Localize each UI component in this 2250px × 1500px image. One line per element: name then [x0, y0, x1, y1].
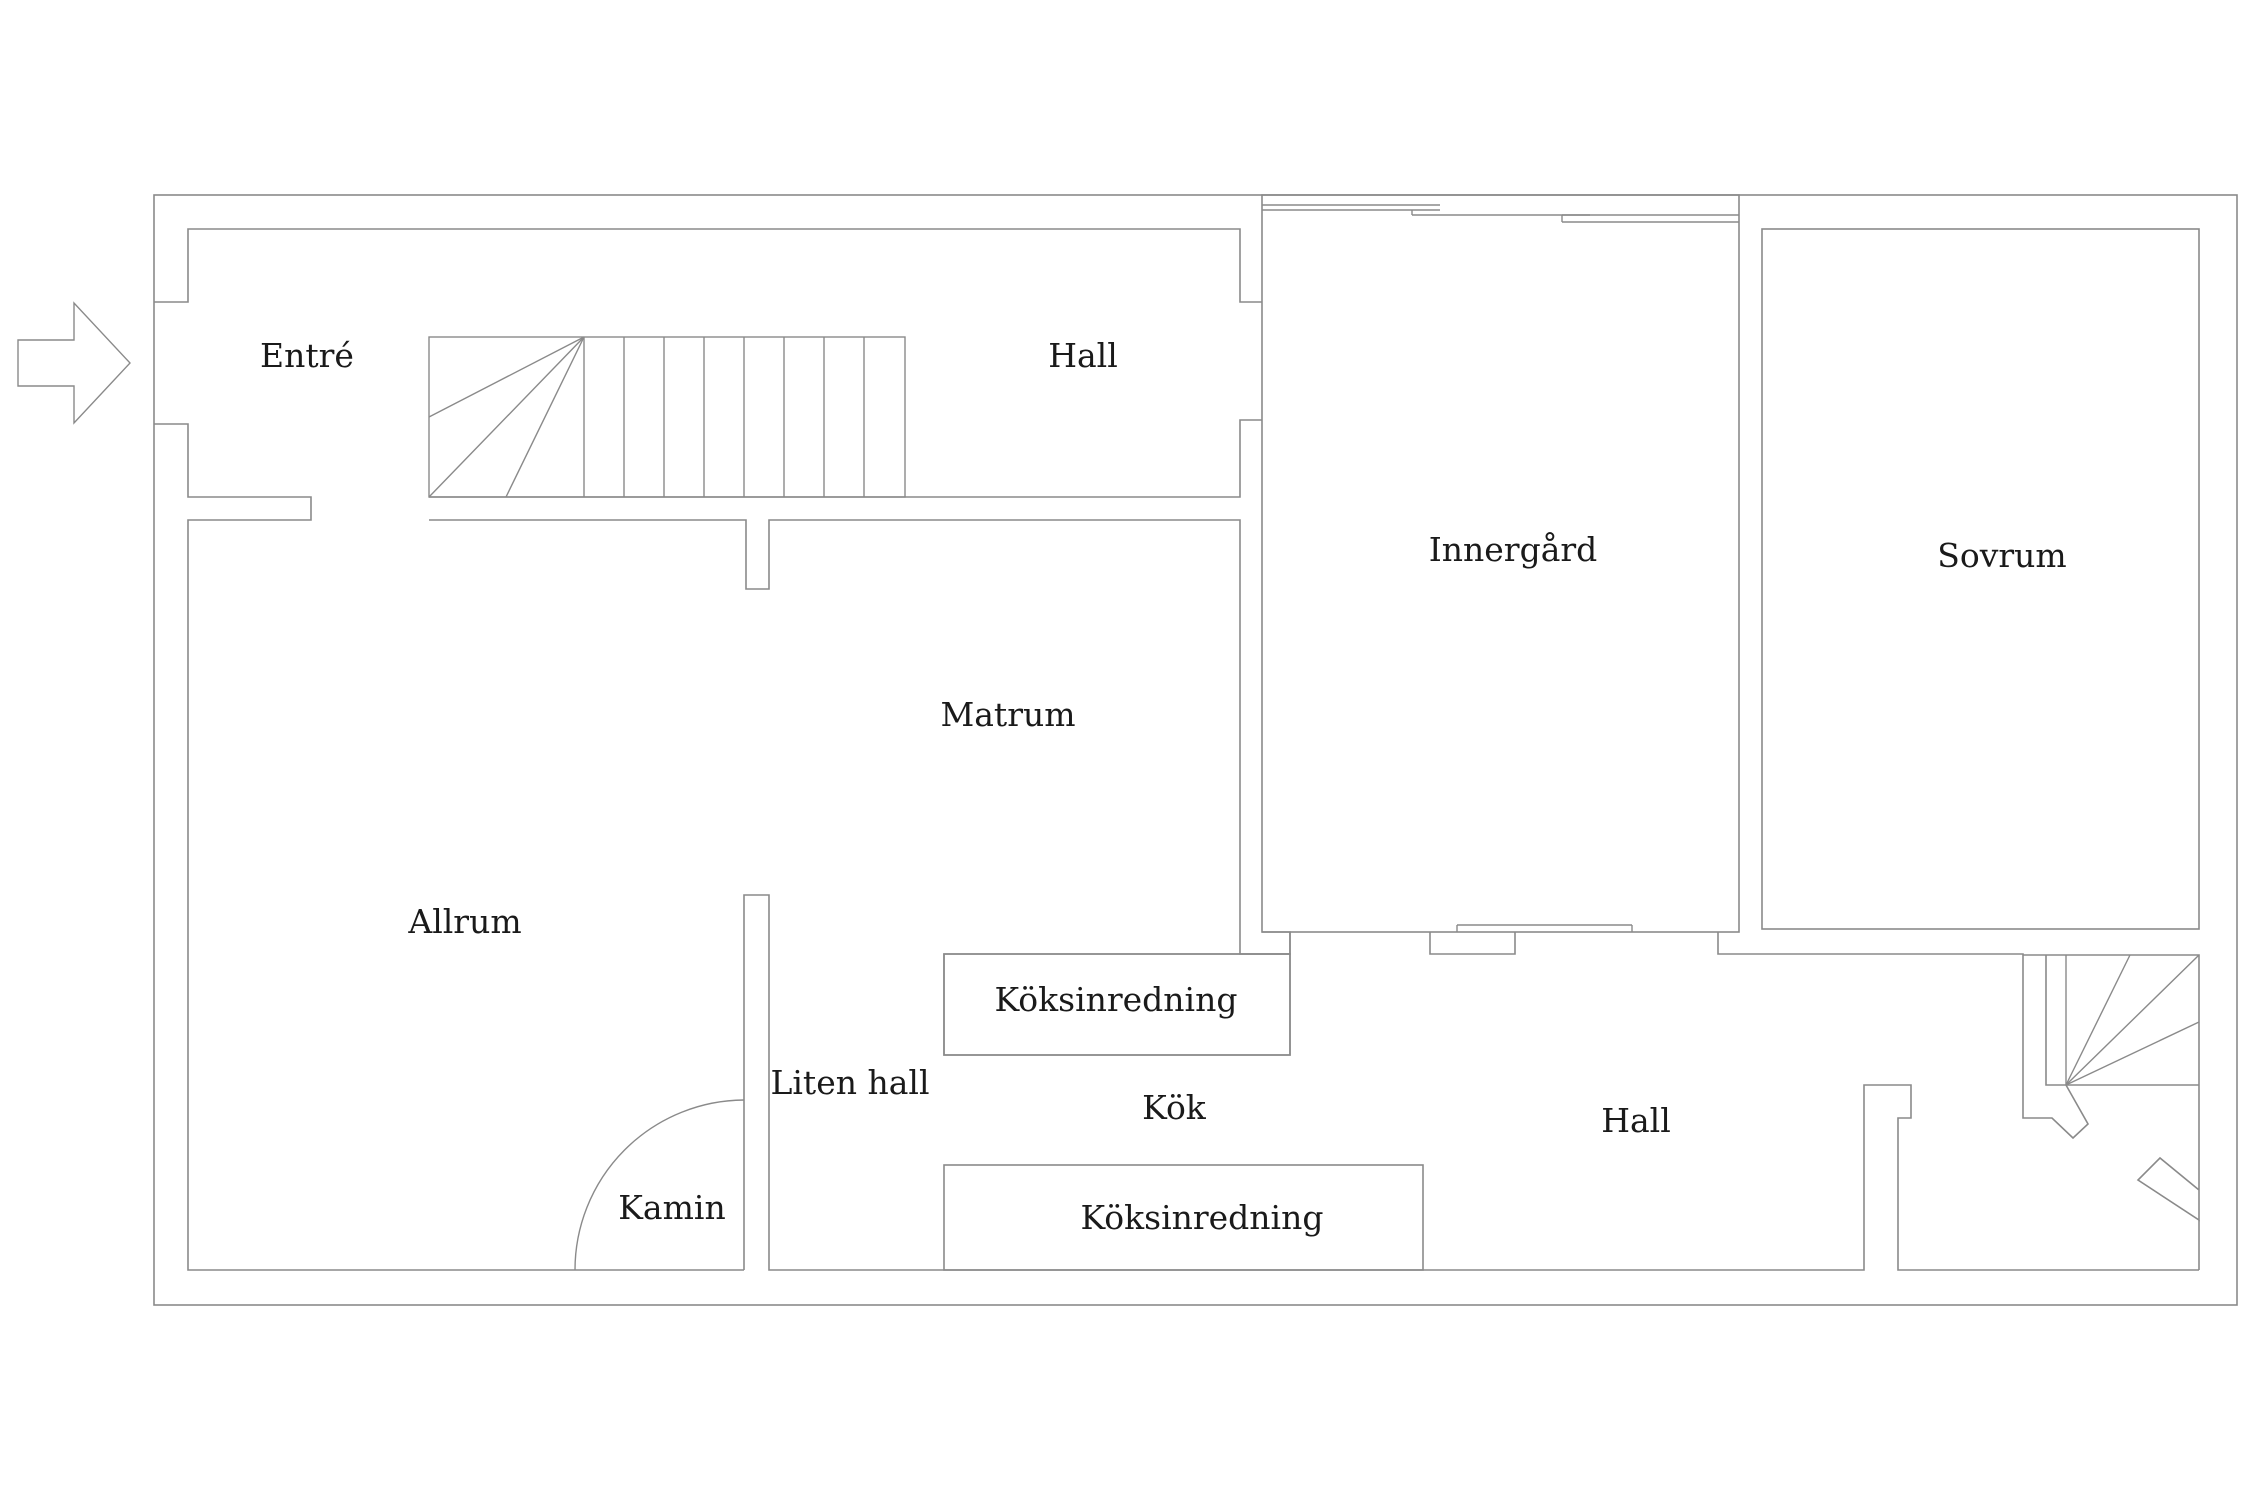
- room-label-sovrum: Sovrum: [1937, 536, 2066, 575]
- room-label-innergard: Innergård: [1429, 530, 1598, 569]
- stair-lower-box: [2022, 955, 2090, 1140]
- entry-opening: [154, 228, 1262, 303]
- innergard-right-step: [1717, 932, 2024, 955]
- innergard-windows: [1262, 204, 1739, 932]
- partition-wall: [743, 894, 2199, 1271]
- hall-lower-wall: [429, 419, 1262, 498]
- stair-lower-treads: [2065, 954, 2200, 1086]
- room-label-hall-lower: Hall: [1601, 1101, 1671, 1140]
- room-label-allrum: Allrum: [407, 902, 521, 941]
- outer-wall: [153, 194, 2238, 1306]
- room-label-liten-hall: Liten hall: [770, 1063, 929, 1102]
- room-label-kamin: Kamin: [618, 1188, 725, 1227]
- kamin-arc: [574, 1099, 745, 1271]
- room-label-entre: Entré: [260, 336, 354, 375]
- innergard-door: [1429, 932, 1516, 955]
- entry-opening-lower: [154, 423, 744, 1271]
- room-label-koksinredning-upper: Köksinredning: [995, 980, 1238, 1019]
- room-label-matrum: Matrum: [940, 695, 1075, 734]
- innergard-outline: [1261, 194, 1740, 933]
- staircase-upper-treads: [428, 336, 865, 498]
- room-label-koksinredning-lower: Köksinredning: [1081, 1198, 1324, 1237]
- sovrum-outline: [1761, 228, 2200, 930]
- matrum-top-wall: [429, 519, 1291, 955]
- staircase-upper: [428, 336, 906, 498]
- room-label-kok: Kök: [1142, 1088, 1207, 1127]
- room-label-hall-upper: Hall: [1048, 336, 1118, 375]
- arrow-right-icon: [17, 301, 131, 425]
- stair-lower-enclosure: [2023, 954, 2200, 1222]
- koksinredning-upper: [943, 953, 1291, 1056]
